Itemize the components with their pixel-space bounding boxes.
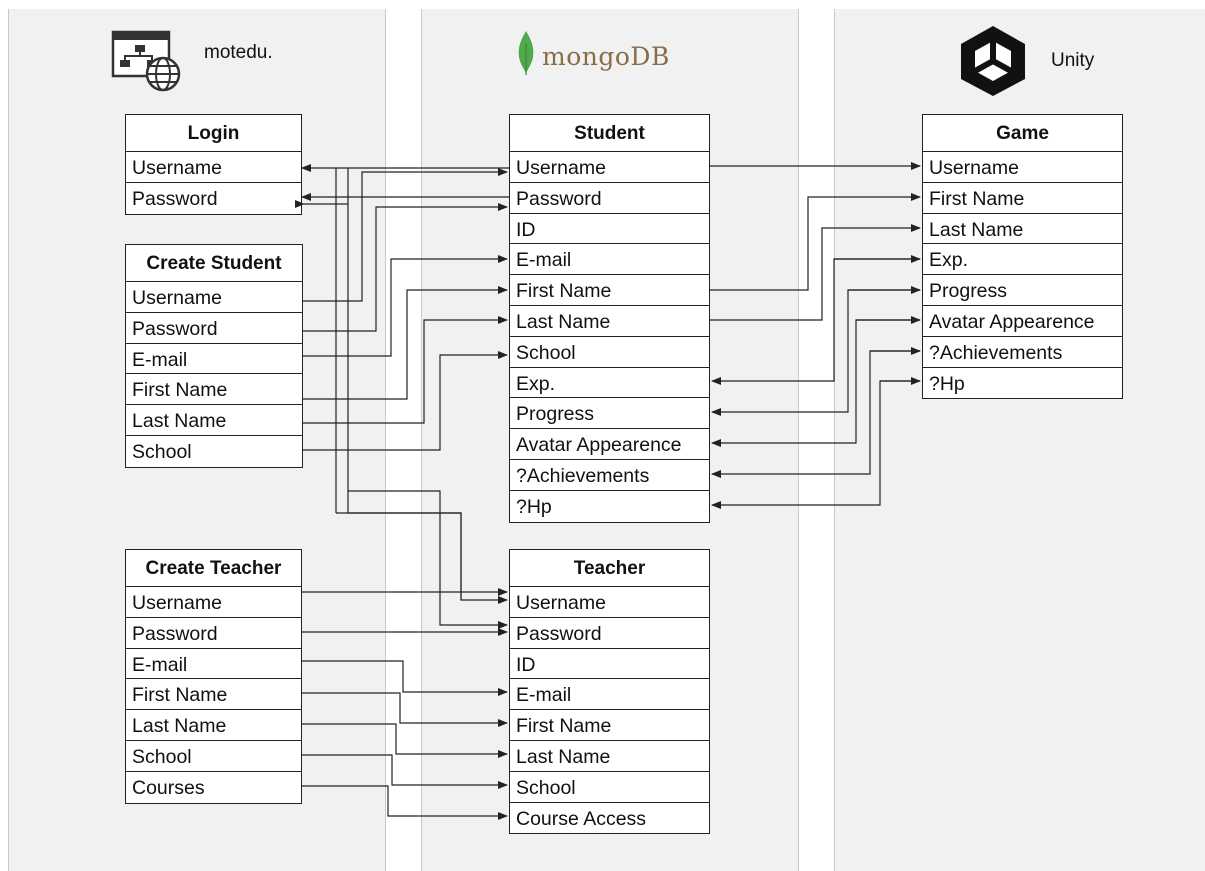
- create-student-field-username: Username: [126, 282, 302, 313]
- student-field-email: E-mail: [510, 244, 709, 276]
- unity-brand-label: Unity: [1051, 50, 1095, 71]
- game-field-achievements: ?Achievements: [923, 337, 1122, 368]
- student-field-hp: ?Hp: [516, 495, 552, 518]
- login-table-title: Login: [126, 115, 301, 152]
- create-student-field-email: E-mail: [126, 344, 302, 375]
- create-teacher-field-courses: Courses: [132, 776, 205, 799]
- game-field-username: Username: [923, 152, 1122, 183]
- create-teacher-field-username: Username: [126, 587, 301, 618]
- game-field-last-name: Last Name: [923, 214, 1122, 245]
- create-student-field-password: Password: [126, 313, 302, 344]
- game-field-progress: Progress: [923, 275, 1122, 306]
- create-student-table: Create Student Username Password E-mail …: [125, 244, 303, 468]
- login-field-password: Password: [132, 187, 218, 210]
- teacher-field-id: ID: [510, 649, 709, 680]
- game-field-hp: ?Hp: [929, 372, 965, 395]
- mongodb-logo: mongoDB: [516, 30, 686, 78]
- game-field-avatar-appearence: Avatar Appearence: [923, 306, 1122, 337]
- teacher-table-title: Teacher: [510, 550, 709, 587]
- student-field-school: School: [510, 337, 709, 368]
- teacher-field-email: E-mail: [510, 679, 709, 711]
- create-teacher-field-password: Password: [126, 618, 301, 649]
- motedu-logo: [111, 30, 183, 92]
- student-field-last-name: Last Name: [510, 306, 709, 337]
- login-field-username: Username: [126, 152, 301, 183]
- mongodb-leaf-icon: [518, 31, 534, 75]
- student-field-exp: Exp.: [510, 368, 709, 399]
- motedu-brand-label: motedu.: [204, 42, 273, 63]
- login-table: Login Username Password: [125, 114, 302, 215]
- create-student-field-school: School: [132, 440, 192, 463]
- create-student-field-last-name: Last Name: [126, 405, 302, 436]
- student-field-achievements: ?Achievements: [510, 460, 709, 491]
- mongodb-wordmark: mongoDB: [542, 42, 670, 71]
- create-teacher-table: Create Teacher Username Password E-mail …: [125, 549, 302, 804]
- mongodb-wordmark-mongo: mongo: [542, 42, 631, 71]
- game-field-exp: Exp.: [923, 244, 1122, 276]
- unity-logo: [956, 24, 1030, 98]
- game-table: Game Username First Name Last Name Exp. …: [922, 114, 1123, 400]
- game-field-first-name: First Name: [923, 183, 1122, 214]
- create-teacher-table-title: Create Teacher: [126, 550, 301, 587]
- website-globe-icon: [111, 30, 181, 92]
- create-teacher-field-email: E-mail: [126, 649, 301, 680]
- create-student-table-title: Create Student: [126, 245, 302, 282]
- student-table: Student Username Password ID E-mail Firs…: [509, 114, 710, 523]
- student-table-title: Student: [510, 115, 709, 152]
- teacher-field-username: Username: [510, 587, 709, 618]
- teacher-table: Teacher Username Password ID E-mail Firs…: [509, 549, 710, 835]
- unity-cube-icon: [961, 26, 1025, 96]
- teacher-field-password: Password: [510, 618, 709, 649]
- student-field-first-name: First Name: [510, 275, 709, 306]
- mongodb-wordmark-db: DB: [630, 42, 670, 71]
- student-field-avatar-appearence: Avatar Appearence: [510, 429, 709, 460]
- student-field-username: Username: [510, 152, 709, 183]
- student-field-progress: Progress: [510, 398, 709, 430]
- create-student-field-first-name: First Name: [126, 374, 302, 406]
- teacher-field-last-name: Last Name: [510, 741, 709, 772]
- create-teacher-field-last-name: Last Name: [126, 710, 301, 741]
- teacher-field-school: School: [510, 772, 709, 803]
- student-field-id: ID: [510, 214, 709, 245]
- teacher-field-first-name: First Name: [510, 710, 709, 741]
- teacher-field-course-access: Course Access: [516, 807, 647, 830]
- student-field-password: Password: [510, 183, 709, 214]
- create-teacher-field-school: School: [126, 741, 301, 772]
- create-teacher-field-first-name: First Name: [126, 679, 301, 711]
- game-table-title: Game: [923, 115, 1122, 152]
